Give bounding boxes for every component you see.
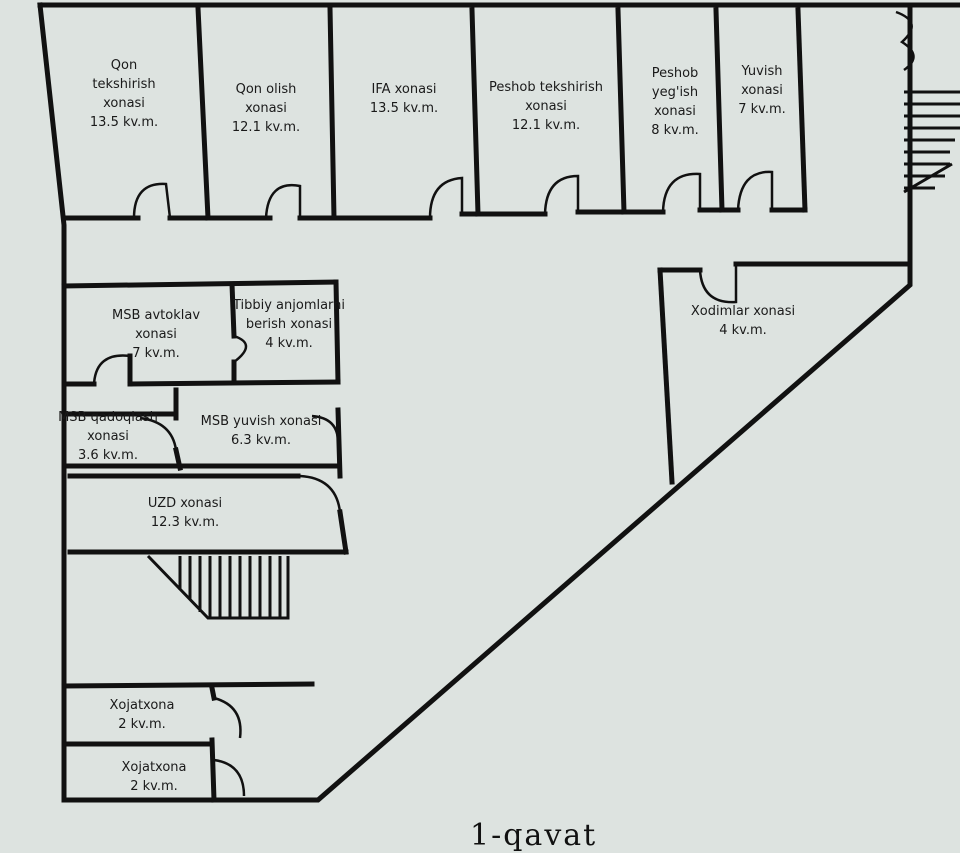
staircase-top-right: [895, 10, 960, 194]
left-doors: [92, 334, 342, 513]
outer-walls: [37, 2, 960, 803]
top-rooms-walls: [61, 5, 808, 221]
top-doors: [132, 170, 774, 219]
xodimlar-room-walls: [657, 261, 913, 485]
toilet-walls: [61, 681, 315, 803]
inner-staircase: [146, 554, 290, 620]
left-rooms-walls: [61, 279, 349, 555]
floor-caption: 1-qavat: [470, 818, 598, 853]
